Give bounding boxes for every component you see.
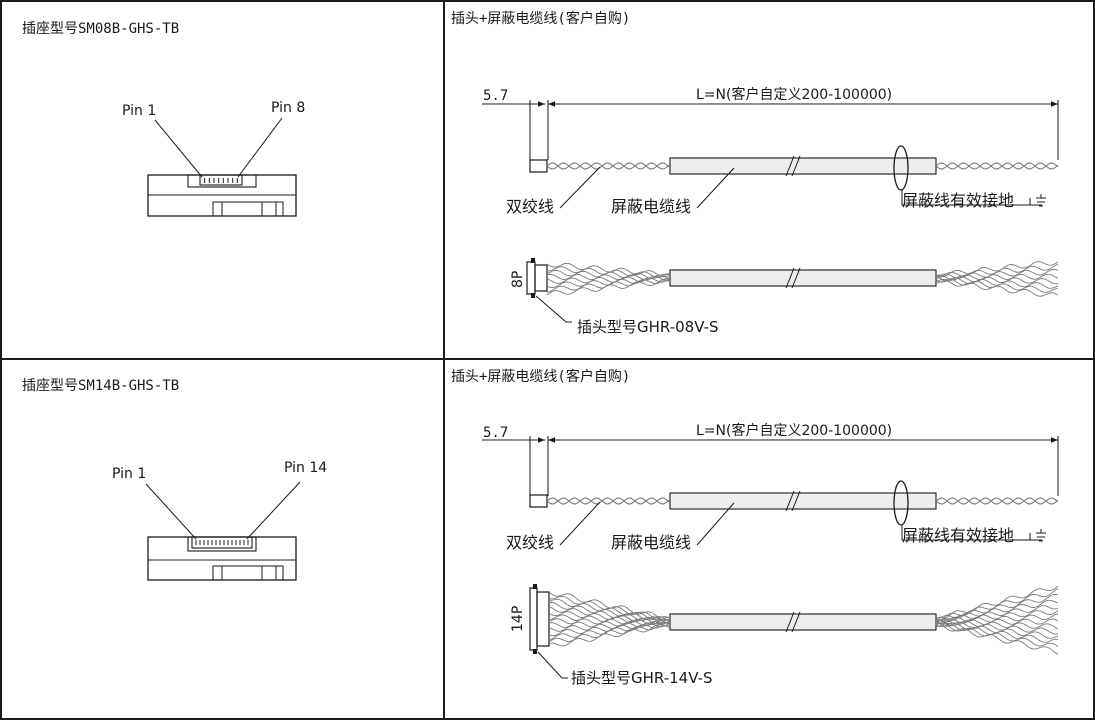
- pin-count-2: 14P: [510, 606, 526, 632]
- pin-count-1: 8P: [510, 271, 526, 288]
- wire-bundle-left-2: [548, 591, 670, 647]
- wire-strand: [935, 620, 1059, 635]
- label-twisted-2: 双绞线: [506, 533, 554, 552]
- wire-strand: [546, 273, 670, 281]
- connector-housing-1: [526, 261, 536, 295]
- wire-strand: [935, 622, 1059, 655]
- plug-end-1: [529, 159, 548, 173]
- wire-strand: [546, 497, 670, 505]
- socket-model-title-1: 插座型号SM08B-GHS-TB: [22, 21, 180, 37]
- socket-drawing-1: Pin 1 Pin 8: [122, 100, 305, 217]
- wire-strand: [546, 278, 670, 296]
- wire-strand: [935, 593, 1059, 622]
- label-shielded-1: 屏蔽电缆线: [611, 197, 691, 216]
- wire-strand: [548, 622, 670, 643]
- wire-strand: [548, 605, 670, 624]
- wire-strand: [546, 277, 670, 289]
- twisted-pair-left-1: [546, 162, 670, 170]
- wire-bundle-left-1: [546, 262, 670, 296]
- wire-bundle-right-1: [935, 261, 1059, 297]
- ground-icon: [1036, 529, 1046, 542]
- label-ground-2: 屏蔽线有效接地: [902, 526, 1014, 545]
- wire-strand: [935, 619, 1059, 630]
- wire-strand: [935, 599, 1059, 621]
- label-shielded-2: 屏蔽电缆线: [611, 533, 691, 552]
- plug-end-2: [529, 494, 548, 508]
- dim-length-2: L=N(客户自定义200-100000): [696, 422, 892, 439]
- socket-drawing-2: Pin 1 Pin 14: [112, 460, 327, 581]
- socket-model-title-2: 插座型号SM14B-GHS-TB: [22, 378, 180, 394]
- wire-strand: [548, 595, 670, 621]
- twisted-pair-right-1: [935, 162, 1059, 170]
- wire-strand: [546, 262, 670, 278]
- wire-strand: [935, 585, 1059, 621]
- shielded-cable-2: [669, 492, 937, 510]
- pin-last-label-1: Pin 8: [271, 100, 305, 116]
- wire-bundle-right-2: [935, 585, 1059, 655]
- wire-strand: [546, 162, 670, 170]
- plug-model-1: 插头型号GHR-08V-S: [577, 318, 719, 336]
- wire-strand: [935, 162, 1059, 170]
- dim-5-7-2: 5.7: [483, 425, 508, 441]
- label-ground-1: 屏蔽线有效接地: [902, 191, 1014, 210]
- connector-housing-2: [529, 587, 538, 651]
- pin-last-label-2: Pin 14: [284, 460, 327, 476]
- wire-strand: [935, 277, 1059, 289]
- wire-strand: [548, 624, 670, 647]
- shield-ring-2: [893, 480, 909, 526]
- cable-title-2: 插头+屏蔽电缆线(客户自购): [451, 369, 631, 385]
- cable-drawing-2: 5.7 L=N(客户自定义200-100000) 双绞线 屏蔽电缆线 屏蔽线有效…: [482, 422, 1059, 687]
- socket-contacts-1: [204, 178, 238, 183]
- wire-strand: [935, 497, 1059, 505]
- wire-strand: [548, 618, 670, 625]
- wire-strand: [935, 497, 1059, 505]
- dim-length-1: L=N(客户自定义200-100000): [696, 86, 892, 103]
- socket-contacts-2: [195, 540, 249, 545]
- cable-title-1: 插头+屏蔽电缆线(客户自购): [451, 11, 631, 27]
- wire-strand: [548, 601, 670, 622]
- wire-strand: [548, 619, 670, 628]
- wire-strand: [546, 497, 670, 505]
- ground-icon: [1036, 194, 1046, 207]
- wire-strand: [935, 261, 1059, 278]
- pin-first-label-2: Pin 1: [112, 466, 146, 482]
- wire-strand: [935, 610, 1059, 624]
- shielded-cable-multi-1: [669, 269, 937, 287]
- wire-strand: [935, 279, 1059, 297]
- label-twisted-1: 双绞线: [506, 197, 554, 216]
- twisted-pair-right-2: [935, 497, 1059, 505]
- shield-ring-1: [893, 145, 909, 191]
- cable-cell-2: [443, 358, 1095, 720]
- cable-drawing-1: 5.7 L=N(客户自定义200-100000) 双绞线 屏蔽电缆线: [482, 86, 1059, 336]
- shielded-cable-multi-2: [669, 613, 937, 631]
- plug-model-2: 插头型号GHR-14V-S: [571, 669, 713, 687]
- shielded-cable-1: [669, 157, 937, 175]
- wire-strand: [935, 273, 1059, 281]
- wire-strand: [935, 622, 1059, 643]
- wire-strand: [546, 162, 670, 170]
- wire-strand: [935, 162, 1059, 170]
- dim-5-7-1: 5.7: [483, 88, 508, 104]
- pin-first-label-1: Pin 1: [122, 103, 156, 119]
- twisted-pair-left-2: [546, 497, 670, 505]
